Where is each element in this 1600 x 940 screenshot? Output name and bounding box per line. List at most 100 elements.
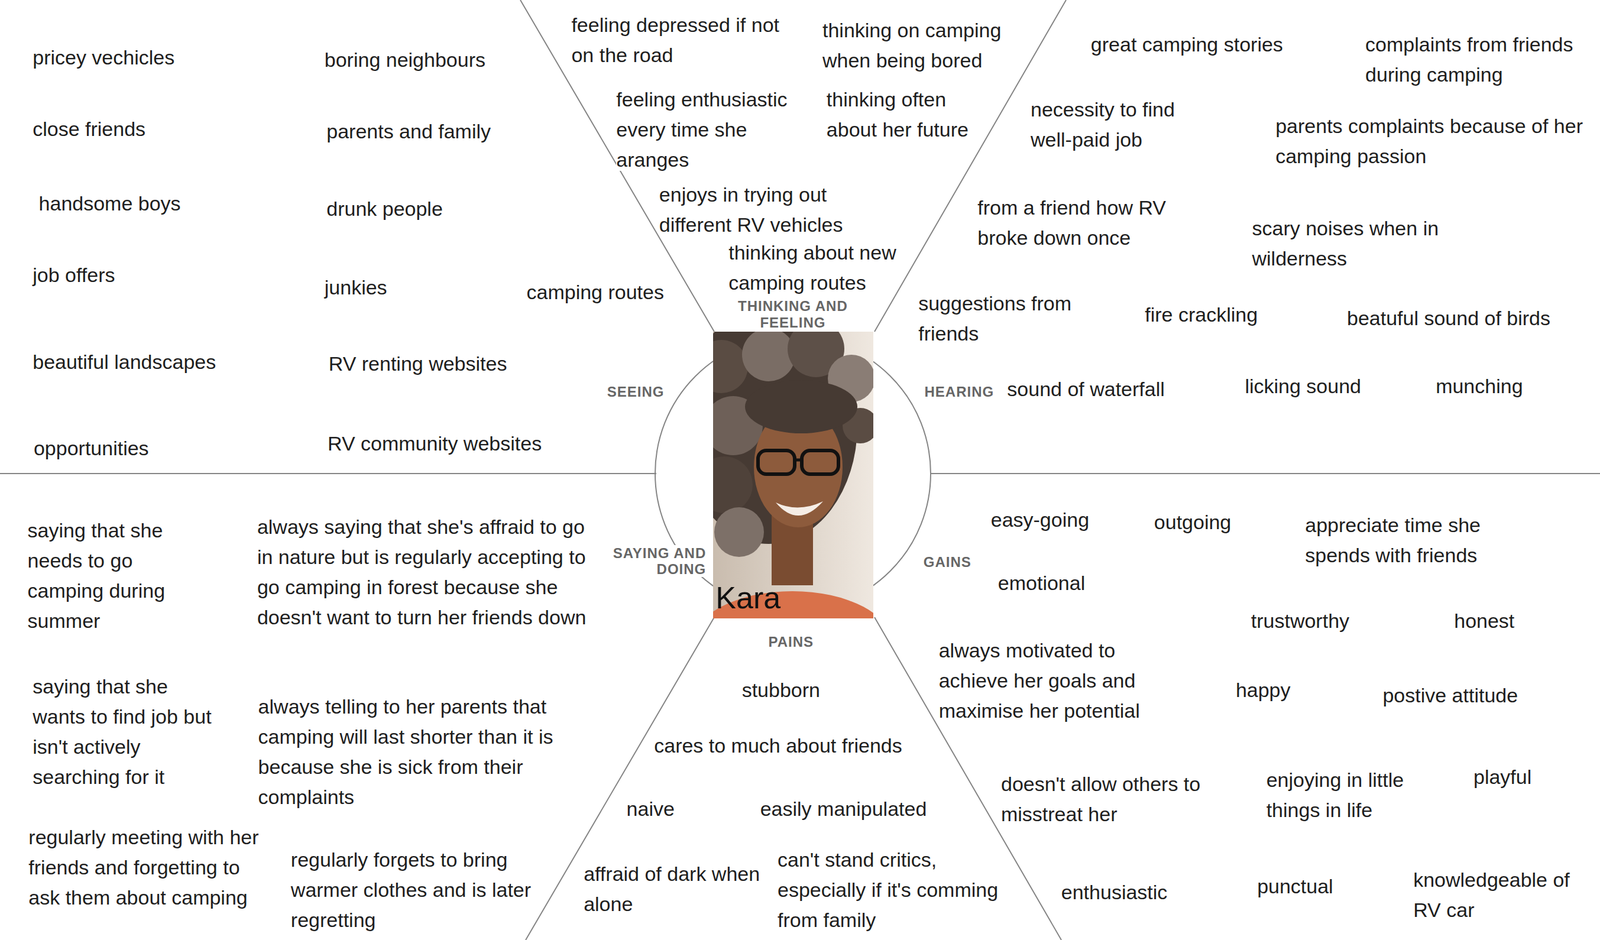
map-note: playful <box>1473 762 1532 793</box>
map-note: licking sound <box>1244 371 1362 402</box>
map-note: doesn't allow others to misstreat her <box>1001 769 1221 830</box>
map-note: always motivated to achieve her goals an… <box>938 635 1190 727</box>
note-text: easy-going <box>990 508 1090 531</box>
note-text: thinking about new camping routes <box>728 241 897 294</box>
note-text: enjoys in trying out different RV vehicl… <box>659 183 844 236</box>
note-text: close friends <box>32 117 146 141</box>
map-note: thinking about new camping routes <box>728 237 933 299</box>
note-text: feeling enthusiastic every time she aran… <box>616 88 787 171</box>
note-text: always saying that she's affraid to go i… <box>257 515 586 629</box>
map-note: job offers <box>32 260 115 291</box>
persona-name: Kara <box>715 581 781 615</box>
map-note: regularly meeting with her friends and f… <box>28 822 264 913</box>
map-note: easy-going <box>990 504 1090 536</box>
map-note: drunk people <box>326 193 443 225</box>
map-note: parents complaints because of her campin… <box>1275 111 1592 172</box>
divider-line <box>0 473 657 475</box>
section-title-text: HEARING <box>924 383 995 400</box>
note-text: regularly forgets to bring warmer clothe… <box>290 848 531 932</box>
map-note: thinking on camping when being bored <box>822 15 1042 76</box>
note-text: handsome boys <box>39 192 181 215</box>
map-note: affraid of dark when alone <box>583 859 763 920</box>
note-text: parents complaints because of her campin… <box>1275 114 1583 168</box>
note-text: junkies <box>324 276 388 299</box>
note-text: beatuful sound of birds <box>1346 306 1551 330</box>
divider-line <box>525 617 715 940</box>
map-note: great camping stories <box>1090 29 1284 60</box>
note-text: naive <box>626 797 675 821</box>
section-title: GAINS <box>923 554 972 571</box>
section-title: PAINS <box>768 633 815 651</box>
note-text: drunk people <box>326 197 443 220</box>
map-note: suggestions from friends <box>918 288 1103 349</box>
note-text: saying that she needs to go camping duri… <box>27 519 165 633</box>
note-text: emotional <box>998 571 1085 595</box>
note-text: job offers <box>32 263 115 287</box>
map-note: munching <box>1435 371 1523 402</box>
note-text: munching <box>1435 374 1523 398</box>
map-note: RV community websites <box>327 428 542 459</box>
note-text: knowledgeable of RV car <box>1413 868 1570 922</box>
map-note: camping routes <box>526 277 664 308</box>
map-note: fire crackling <box>1144 299 1258 330</box>
map-note: RV renting websites <box>328 348 508 380</box>
note-text: saying that she wants to find job but is… <box>32 675 212 789</box>
note-text: licking sound <box>1244 374 1362 398</box>
portrait-illustration <box>713 331 874 619</box>
note-text: necessity to find well-paid job <box>1030 98 1175 151</box>
map-note: enthusiastic <box>1061 877 1168 908</box>
note-text: happy <box>1235 678 1291 702</box>
map-note: honest <box>1453 606 1515 637</box>
map-note: always saying that she's affraid to go i… <box>257 512 599 633</box>
map-note: trustworthy <box>1251 606 1350 637</box>
map-note: close friends <box>32 114 146 145</box>
note-text: doesn't allow others to misstreat her <box>1001 772 1201 826</box>
section-title-text: SAYING AND DOING <box>613 545 707 578</box>
section-title-text: SEEING <box>607 383 665 400</box>
note-text: can't stand critics, especially if it's … <box>777 848 999 932</box>
note-text: camping routes <box>526 280 664 304</box>
portrait-card: Kara <box>713 331 874 619</box>
note-text: fire crackling <box>1144 303 1258 326</box>
map-note: opportunities <box>33 433 150 464</box>
note-text: from a friend how RV broke down once <box>977 196 1167 249</box>
note-text: scary noises when in wilderness <box>1252 216 1440 270</box>
note-text: enjoying in little things in life <box>1266 768 1404 822</box>
map-note: always telling to her parents that campi… <box>258 691 606 813</box>
map-note: punctual <box>1257 871 1334 902</box>
note-text: honest <box>1453 609 1515 633</box>
note-text: beautiful landscapes <box>32 350 216 374</box>
note-text: stubborn <box>742 678 821 702</box>
note-text: complaints from friends during camping <box>1365 33 1573 86</box>
map-note: happy <box>1235 675 1291 706</box>
note-text: RV renting websites <box>328 352 508 375</box>
map-note: feeling enthusiastic every time she aran… <box>616 84 805 176</box>
note-text: regularly meeting with her friends and f… <box>28 826 259 909</box>
map-note: from a friend how RV broke down once <box>977 192 1203 254</box>
map-note: stubborn <box>742 675 821 706</box>
map-note: feeling depressed if not on the road <box>571 10 781 71</box>
note-text: parents and family <box>326 120 491 143</box>
map-note: postive attitude <box>1382 680 1518 711</box>
map-note: emotional <box>998 568 1085 599</box>
section-title: SEEING <box>607 383 665 401</box>
note-text: postive attitude <box>1382 684 1518 707</box>
note-text: enthusiastic <box>1061 881 1168 904</box>
section-title-text: THINKING AND FEELING <box>737 298 848 331</box>
map-note: junkies <box>324 272 388 303</box>
note-text: opportunities <box>33 436 150 460</box>
note-text: boring neighbours <box>324 48 486 71</box>
note-text: cares to much about friends <box>653 734 903 757</box>
note-text: pricey vechicles <box>32 46 175 69</box>
map-note: appreciate time she spends with friends <box>1304 510 1525 571</box>
section-title-text: GAINS <box>923 554 972 570</box>
section-title: HEARING <box>924 383 995 401</box>
map-note: complaints from friends during camping <box>1365 29 1600 90</box>
note-text: feeling depressed if not on the road <box>571 13 780 67</box>
map-note: sound of waterfall <box>1006 374 1165 405</box>
map-note: beatuful sound of birds <box>1346 303 1551 334</box>
note-text: great camping stories <box>1090 33 1284 56</box>
section-title: SAYING AND DOING <box>600 545 706 578</box>
map-note: saying that she needs to go camping duri… <box>27 515 207 637</box>
map-note: scary noises when in wilderness <box>1252 213 1447 274</box>
